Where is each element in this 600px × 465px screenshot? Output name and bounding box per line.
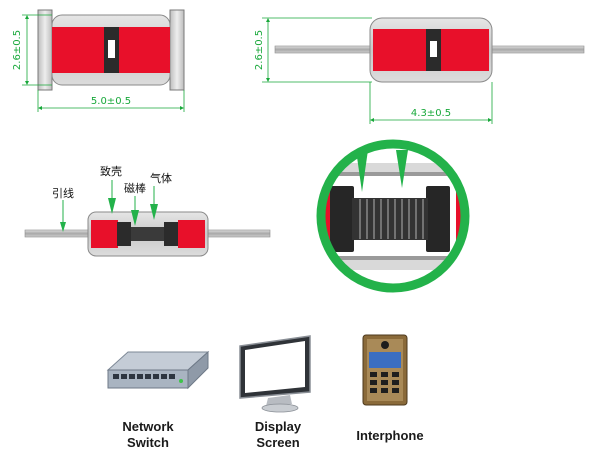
right-lead-wire — [489, 45, 585, 54]
smd-component-diagram: 2.6±0.5 5.0±0.5 — [12, 9, 185, 112]
axial-left-red — [373, 29, 426, 71]
axial-right-red — [441, 29, 489, 71]
cs-magnet-rod — [131, 227, 164, 241]
cs-right-red — [178, 220, 205, 248]
callout-lead: 引线 — [52, 186, 74, 200]
right-end-cap — [169, 9, 185, 91]
left-end-cap — [37, 9, 53, 91]
cs-left-red — [91, 220, 118, 248]
cs-left-lead — [24, 229, 94, 238]
caption-switch-line2: Switch — [127, 435, 169, 450]
interphone-icon — [362, 334, 408, 406]
axial-component-diagram: 2.6±0.5 4.3±0.5 — [254, 17, 585, 124]
cs-right-lead — [203, 229, 271, 238]
right-red-electrode — [119, 27, 170, 73]
left-red-electrode — [52, 27, 104, 73]
callout-gas: 气体 — [150, 171, 172, 185]
caption-interphone: Interphone — [356, 428, 423, 443]
center-gap — [108, 40, 115, 58]
rod-pointer-icon — [131, 210, 139, 226]
gas-pointer-icon — [150, 204, 158, 220]
left-lead-wire — [274, 45, 374, 54]
top-left-width-label: 5.0±0.5 — [91, 96, 131, 107]
axial-gap — [430, 41, 437, 57]
caption-switch-line1: Network — [122, 419, 174, 434]
shell-pointer-icon — [108, 198, 116, 214]
callout-shell: 致壳 — [100, 164, 122, 178]
monitor-icon — [239, 335, 311, 413]
callout-magnet-rod: 磁棒 — [124, 181, 146, 195]
caption-display-line1: Display — [255, 419, 302, 434]
cross-section-diagram: 引线 致壳 磁棒 气体 — [24, 164, 271, 257]
network-switch-icon — [106, 350, 210, 390]
magnifier-ring — [316, 139, 470, 293]
magnified-detail — [316, 139, 470, 293]
caption-display-line2: Screen — [256, 435, 299, 450]
top-left-height-label: 2.6±0.5 — [12, 30, 23, 70]
top-right-height-label: 2.6±0.5 — [254, 30, 265, 70]
cs-left-block — [117, 222, 131, 246]
lead-pointer-icon — [60, 222, 66, 232]
cs-right-block — [164, 222, 178, 246]
top-right-width-label: 4.3±0.5 — [411, 108, 451, 119]
